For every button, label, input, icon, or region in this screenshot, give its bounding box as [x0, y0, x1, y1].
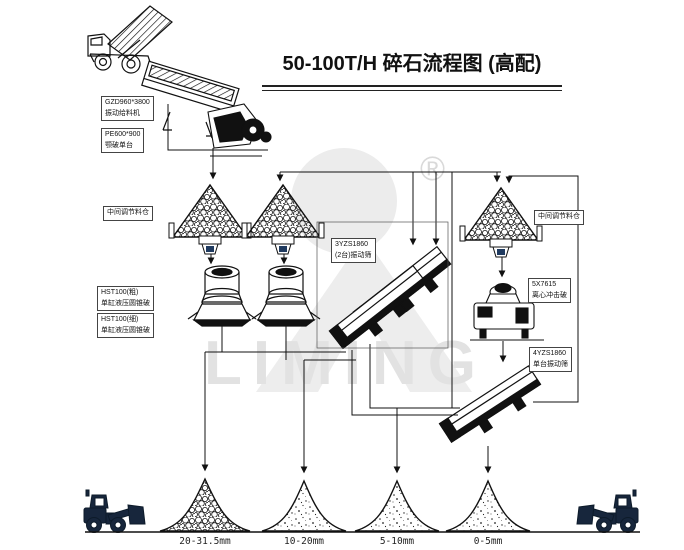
bin-right-name-text: 中间调节料仓 — [538, 213, 580, 220]
flow-lines — [167, 104, 579, 474]
stockpile-0-5 — [445, 479, 531, 532]
jaw-label: PE600*900 颚破单台 — [101, 128, 145, 153]
cone-coarse-label: HST100(粗) 单缸液压圆锥破 — [97, 286, 154, 311]
bin-left-name-text: 中间调节料仓 — [107, 209, 149, 216]
product-size-20-31: 20-31.5mm — [179, 536, 231, 547]
cone-coarse-model-text: HST100(粗) — [101, 289, 139, 296]
dump-truck — [87, 5, 173, 74]
bin-right-label: 中间调节料仓 — [534, 210, 584, 225]
cone-fine-label: HST100(细) 单缸液压圆锥破 — [97, 313, 154, 338]
feeder-label: GZD960*3800 振动给料机 — [101, 96, 154, 121]
wheel-loader-right — [576, 489, 639, 533]
screen-main-model-text: 3YZS1860 — [335, 241, 369, 248]
jaw-crusher — [206, 103, 272, 157]
screen-final-label: 4YZS1860 单台振动筛 — [529, 347, 572, 372]
title-underline — [262, 85, 562, 91]
bin-left-label: 中间调节料仓 — [103, 206, 153, 221]
screen-main-label: 3YZS1860 (2台)振动筛 — [331, 238, 376, 263]
product-size-0-5: 0-5mm — [473, 536, 503, 547]
intermediate-bin-middle — [241, 184, 325, 255]
feeder-model-text: GZD960*3800 — [105, 99, 150, 106]
screen-main-name-text: (2台)振动筛 — [335, 251, 372, 259]
stockpile-20-31 — [159, 477, 251, 532]
intermediate-bin-right — [459, 187, 543, 258]
impact-crusher — [470, 282, 544, 341]
impact-model-text: 5X7615 — [532, 281, 557, 288]
impact-name-text: 离心冲击破 — [532, 291, 567, 299]
cone-crusher-coarse — [187, 265, 257, 327]
page-title: 50-100T/H 碎石流程图 (高配) — [282, 53, 542, 75]
cone-fine-name-text: 单缸液压圆锥破 — [101, 326, 150, 334]
impact-label: 5X7615 离心冲击破 — [528, 278, 571, 303]
cone-fine-model-text: HST100(细) — [101, 316, 139, 323]
feeder-name-text: 振动给料机 — [105, 109, 140, 117]
registered-trademark-icon: ® — [420, 150, 446, 188]
wheel-loader-left — [83, 489, 146, 533]
cone-crusher-fine — [251, 265, 321, 327]
jaw-name-text: 颚破单台 — [105, 141, 133, 149]
vibrating-feeder — [141, 60, 240, 139]
stockpile-5-10 — [354, 479, 440, 532]
screen-final-name-text: 单台振动筛 — [533, 360, 568, 368]
vibrating-screen-front — [328, 265, 434, 357]
jaw-model-text: PE600*900 — [105, 131, 141, 138]
cone-coarse-name-text: 单缸液压圆锥破 — [101, 299, 150, 307]
product-size-5-10: 5-10mm — [379, 536, 415, 547]
stockpile-10-20 — [261, 479, 347, 532]
screen-final-model-text: 4YZS1860 — [533, 350, 567, 357]
product-size-10-20: 10-20mm — [283, 536, 325, 547]
intermediate-bin-left — [168, 184, 252, 255]
